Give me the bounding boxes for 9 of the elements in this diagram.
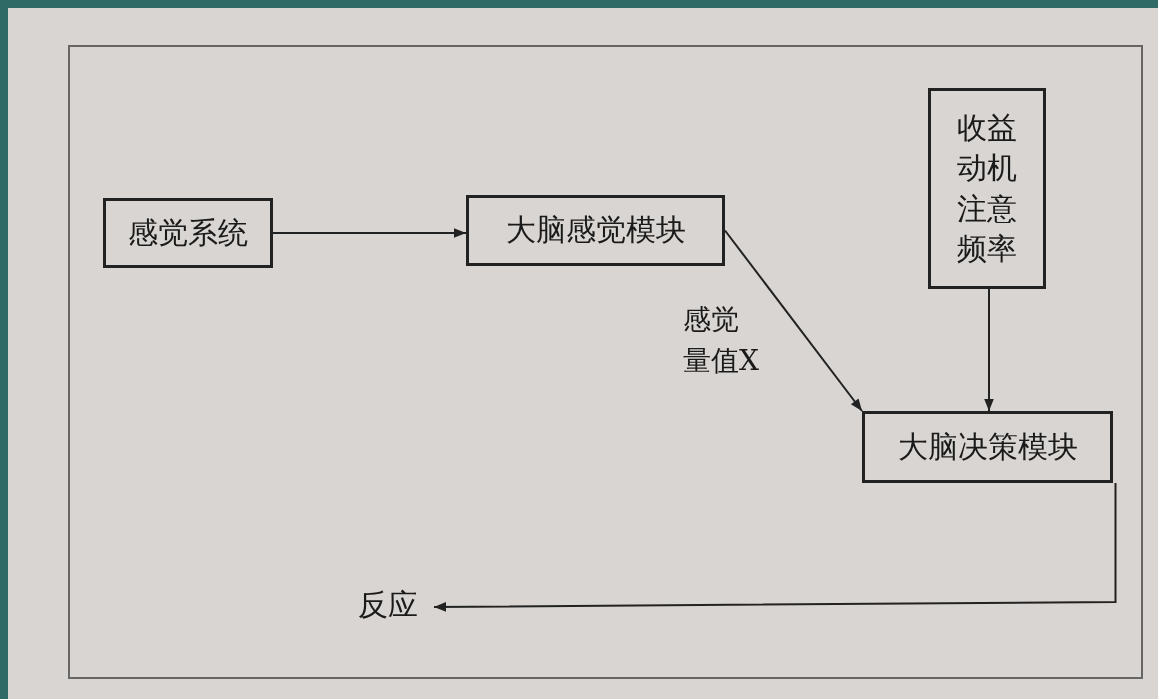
arrow [272, 228, 467, 238]
output-text: 反应 [348, 582, 428, 628]
factor-box: 收益动机注意频率 [928, 88, 1046, 289]
process-box: 大脑决策模块 [862, 411, 1113, 483]
process-box: 感觉系统 [103, 198, 273, 268]
arrow [984, 288, 994, 412]
arrow [724, 229, 863, 412]
arrow [433, 482, 1117, 612]
process-box: 大脑感觉模块 [466, 195, 725, 266]
